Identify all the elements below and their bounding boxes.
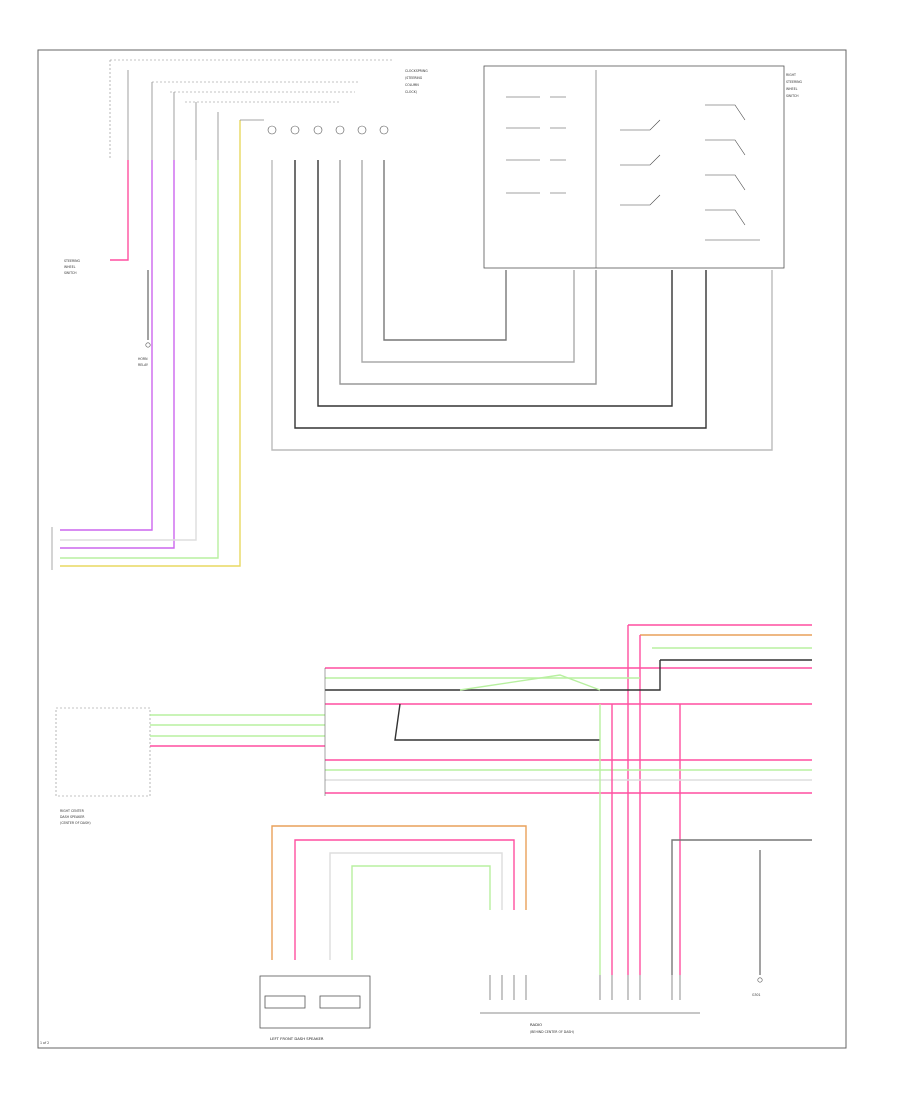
svg-text:RIGHT: RIGHT bbox=[786, 73, 796, 77]
svg-text:SWITCH: SWITCH bbox=[64, 271, 77, 275]
svg-text:CLOCKSPRING: CLOCKSPRING bbox=[405, 69, 428, 73]
radio-bus-wires bbox=[325, 624, 812, 975]
left-front-speaker-box bbox=[55, 707, 151, 797]
page-id: 1 of 2 bbox=[40, 1041, 49, 1045]
svg-text:RELAY: RELAY bbox=[138, 363, 148, 367]
steering-wheel-switch-label: RIGHT STEERING WHEEL SWITCH bbox=[786, 73, 803, 98]
svg-text:RIGHT CENTER: RIGHT CENTER bbox=[60, 809, 85, 813]
radio-module-label: RADIO (BEHIND CENTER OF DASH) bbox=[530, 1022, 574, 1034]
clockspring-wires bbox=[271, 160, 773, 451]
svg-text:SWITCH: SWITCH bbox=[786, 94, 799, 98]
left-front-speaker-label: RIGHT CENTER DASH SPEAKER (CENTER OF DAS… bbox=[60, 809, 91, 825]
svg-text:HORN: HORN bbox=[138, 357, 148, 361]
speaker-component-label: LEFT FRONT DASH SPEAKER bbox=[270, 1036, 324, 1041]
clockspring-connector-row bbox=[267, 125, 389, 135]
clockspring-label: CLOCKSPRING (STEERING COLUMN CLOCK) bbox=[405, 69, 428, 94]
svg-text:RADIO: RADIO bbox=[530, 1022, 542, 1027]
diagram-frame bbox=[37, 49, 847, 1049]
horn-switch-label: STEERING WHEEL SWITCH HORN RELAY bbox=[64, 259, 148, 367]
ground-symbol: G301 bbox=[752, 850, 763, 997]
switch-contacts bbox=[506, 96, 760, 241]
svg-text:(CENTER OF DASH): (CENTER OF DASH) bbox=[60, 821, 91, 825]
steering-wheel-switch-box bbox=[483, 65, 785, 269]
svg-text:COLUMN: COLUMN bbox=[405, 83, 419, 87]
svg-text:(STEERING: (STEERING bbox=[405, 76, 423, 80]
svg-text:(BEHIND CENTER OF DASH): (BEHIND CENTER OF DASH) bbox=[530, 1030, 574, 1034]
svg-text:CLOCK): CLOCK) bbox=[405, 90, 417, 94]
svg-text:WHEEL: WHEEL bbox=[64, 265, 76, 269]
left-vertical-wires bbox=[60, 120, 241, 567]
clockspring-housing bbox=[109, 59, 392, 160]
svg-text:STEERING: STEERING bbox=[786, 80, 803, 84]
speaker-coil-a bbox=[264, 995, 306, 1009]
speaker-loop-wires bbox=[271, 825, 812, 975]
speaker-coil-b bbox=[319, 995, 361, 1009]
svg-text:WHEEL: WHEEL bbox=[786, 87, 798, 91]
left-speaker-wires bbox=[150, 668, 326, 796]
svg-text:DASH SPEAKER: DASH SPEAKER bbox=[60, 815, 85, 819]
radio-pins bbox=[489, 975, 681, 1000]
clockspring-inner-line bbox=[152, 81, 360, 103]
horn-ground bbox=[145, 270, 151, 348]
svg-text:G301: G301 bbox=[752, 993, 761, 997]
speaker-component-box bbox=[259, 975, 371, 1029]
upper-feed-wires bbox=[127, 70, 264, 160]
svg-text:STEERING: STEERING bbox=[64, 259, 81, 263]
